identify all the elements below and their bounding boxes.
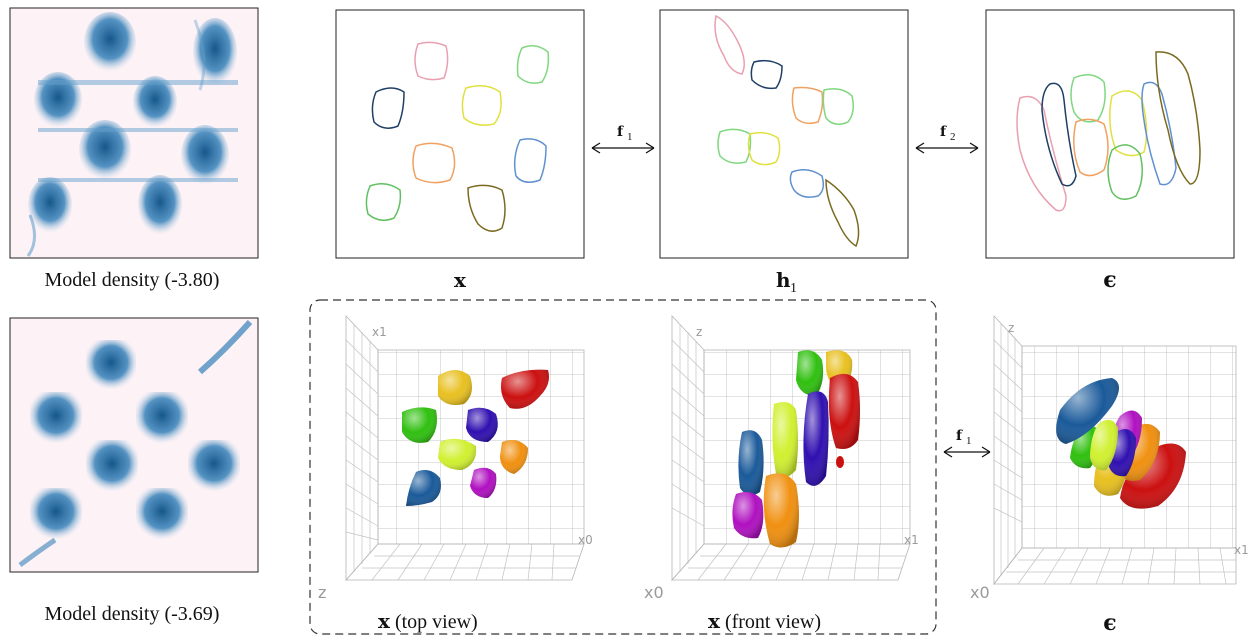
axis-label-eps-y: z (1008, 321, 1014, 335)
axis-label-top-y: x1 (372, 325, 387, 339)
label-x-front-view-suffix: (front view) (720, 611, 821, 633)
label-f2-base: f (940, 124, 947, 140)
density-caption-top: Model density (-3.80) (45, 269, 220, 291)
axis-label-top-depth: z (318, 583, 326, 602)
arrow-f1-bottom (943, 446, 991, 458)
label-f1-bottom-base: f (956, 428, 963, 444)
arrow-f2-top (915, 142, 979, 154)
label-x: x (454, 268, 467, 292)
density-plot-bottom (9, 317, 259, 573)
axis-label-top-x: x0 (578, 533, 593, 547)
label-x-top-view: x (top view) (378, 609, 478, 633)
arrow-f1-top (591, 142, 655, 154)
label-f1-base: f (617, 124, 624, 140)
dashed-group-frame (309, 299, 937, 635)
label-x-front-view: x (front view) (708, 609, 821, 633)
axis-label-eps-x: x1 (1234, 543, 1248, 557)
panel-eps-outlines (985, 9, 1235, 259)
plot3d-front-view (671, 314, 911, 582)
label-eps-3d: ϵ (1103, 610, 1116, 636)
panel-x-outlines (335, 9, 585, 259)
axis-label-eps-depth: x0 (970, 583, 990, 602)
label-x-top-view-symbol: x (378, 609, 391, 633)
axis-label-front-y: z (696, 325, 702, 339)
axis-label-front-depth: x0 (644, 583, 664, 602)
label-f1-bottom-sub: 1 (966, 435, 972, 447)
label-h1-base: h (776, 268, 791, 292)
label-h1-sub: 1 (790, 281, 797, 296)
panel-h1-outlines (659, 9, 909, 259)
label-f2-sub: 2 (950, 131, 956, 143)
density-plot-top (9, 7, 259, 259)
label-f1-sub: 1 (627, 131, 633, 143)
label-x-top-view-suffix: (top view) (390, 611, 478, 633)
density-caption-bottom: Model density (-3.69) (45, 603, 220, 625)
plot3d-eps-view (993, 314, 1237, 586)
label-x-front-view-symbol: x (708, 609, 721, 633)
axis-label-front-x: x1 (904, 533, 919, 547)
plot3d-top-view (345, 314, 585, 582)
label-eps: ϵ (1103, 267, 1116, 293)
